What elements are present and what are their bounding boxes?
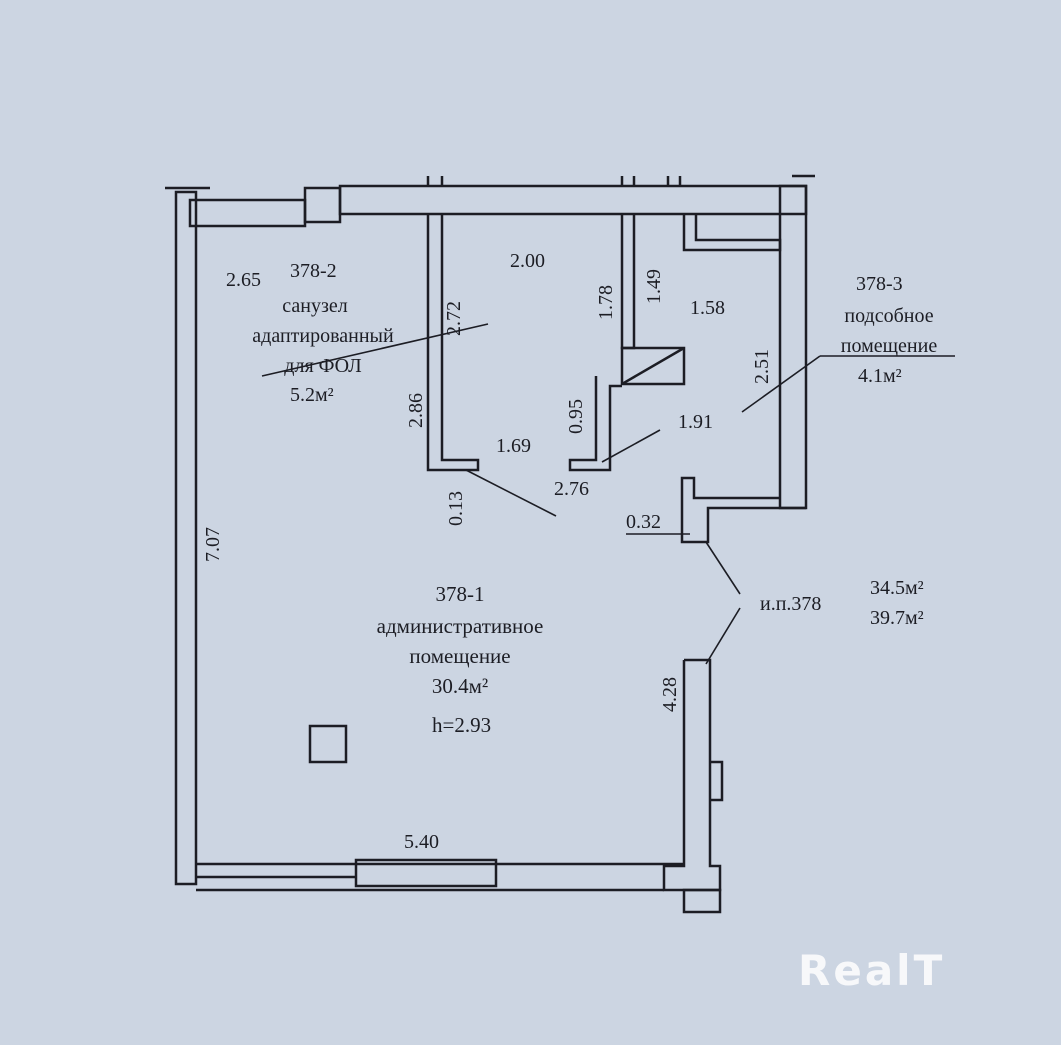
dim-149: 1.49 bbox=[643, 269, 665, 304]
dim-169: 1.69 bbox=[496, 435, 531, 457]
room-name-admin-1: административное bbox=[376, 614, 544, 638]
dim-200: 2.00 bbox=[510, 250, 545, 272]
watermark-logo: RealT bbox=[798, 946, 946, 995]
column bbox=[308, 724, 348, 764]
room-id-storage: 378-3 bbox=[856, 273, 903, 295]
room-name-bathroom-1: санузел bbox=[282, 295, 348, 317]
dim-707: 7.07 bbox=[202, 527, 224, 562]
leader-storage bbox=[741, 355, 821, 413]
corner-block bbox=[682, 888, 722, 914]
stair-diagonal bbox=[621, 346, 685, 386]
dim-251: 2.51 bbox=[751, 349, 773, 384]
leader-ip-bottom bbox=[705, 607, 741, 665]
window bbox=[354, 858, 498, 888]
room-name-storage-1: подсобное bbox=[844, 305, 934, 327]
dim-272: 2.72 bbox=[443, 301, 465, 336]
dim-428: 4.28 bbox=[659, 677, 681, 712]
room-name-bathroom-3: для ФОЛ bbox=[284, 355, 362, 377]
right-ledge bbox=[710, 760, 724, 802]
leader-bathroom bbox=[261, 323, 489, 377]
dim-276: 2.76 bbox=[554, 478, 589, 500]
dim-178: 1.78 bbox=[595, 285, 617, 320]
dim-095: 0.95 bbox=[565, 399, 587, 434]
storage-partition bbox=[620, 214, 636, 350]
dim-286: 2.86 bbox=[405, 393, 427, 428]
room-height-admin: h=2.93 bbox=[432, 713, 492, 737]
premises-area-total: 39.7м² bbox=[870, 607, 924, 629]
left-wall bbox=[174, 190, 198, 886]
storage-bottom-wall bbox=[680, 476, 806, 544]
dim-158: 1.58 bbox=[690, 297, 725, 319]
room-area-admin: 30.4м² bbox=[431, 674, 489, 698]
top-wall-right bbox=[338, 184, 808, 216]
ventilation-shaft bbox=[303, 186, 342, 224]
storage-right-wall bbox=[778, 184, 808, 510]
room-area-bathroom: 5.2м² bbox=[290, 384, 334, 406]
room-id-bathroom: 378-2 bbox=[290, 260, 337, 282]
leader-ip-top bbox=[705, 541, 741, 595]
leader-169 bbox=[465, 469, 557, 517]
top-wall-left bbox=[188, 198, 307, 228]
room-name-bathroom-2: адаптированный bbox=[252, 325, 394, 347]
premises-area-main: 34.5м² bbox=[870, 577, 924, 599]
room-area-storage: 4.1м² bbox=[858, 365, 902, 387]
dim-032: 0.32 bbox=[626, 511, 661, 533]
bathroom-partition bbox=[426, 214, 480, 472]
dim-013: 0.13 bbox=[445, 491, 467, 526]
door-jamb bbox=[568, 376, 622, 472]
stair-box bbox=[620, 346, 686, 386]
room-name-admin-2: помещение bbox=[409, 644, 511, 668]
dim-540: 5.40 bbox=[404, 831, 439, 853]
room-id-admin: 378-1 bbox=[435, 582, 485, 606]
leader-276 bbox=[601, 429, 661, 463]
premises-label: и.п.378 bbox=[760, 593, 822, 615]
storage-cabinet bbox=[682, 214, 782, 252]
dim-265: 2.65 bbox=[226, 269, 261, 291]
dim-191: 1.91 bbox=[678, 411, 713, 433]
room-name-storage-2: помещение bbox=[840, 335, 938, 357]
